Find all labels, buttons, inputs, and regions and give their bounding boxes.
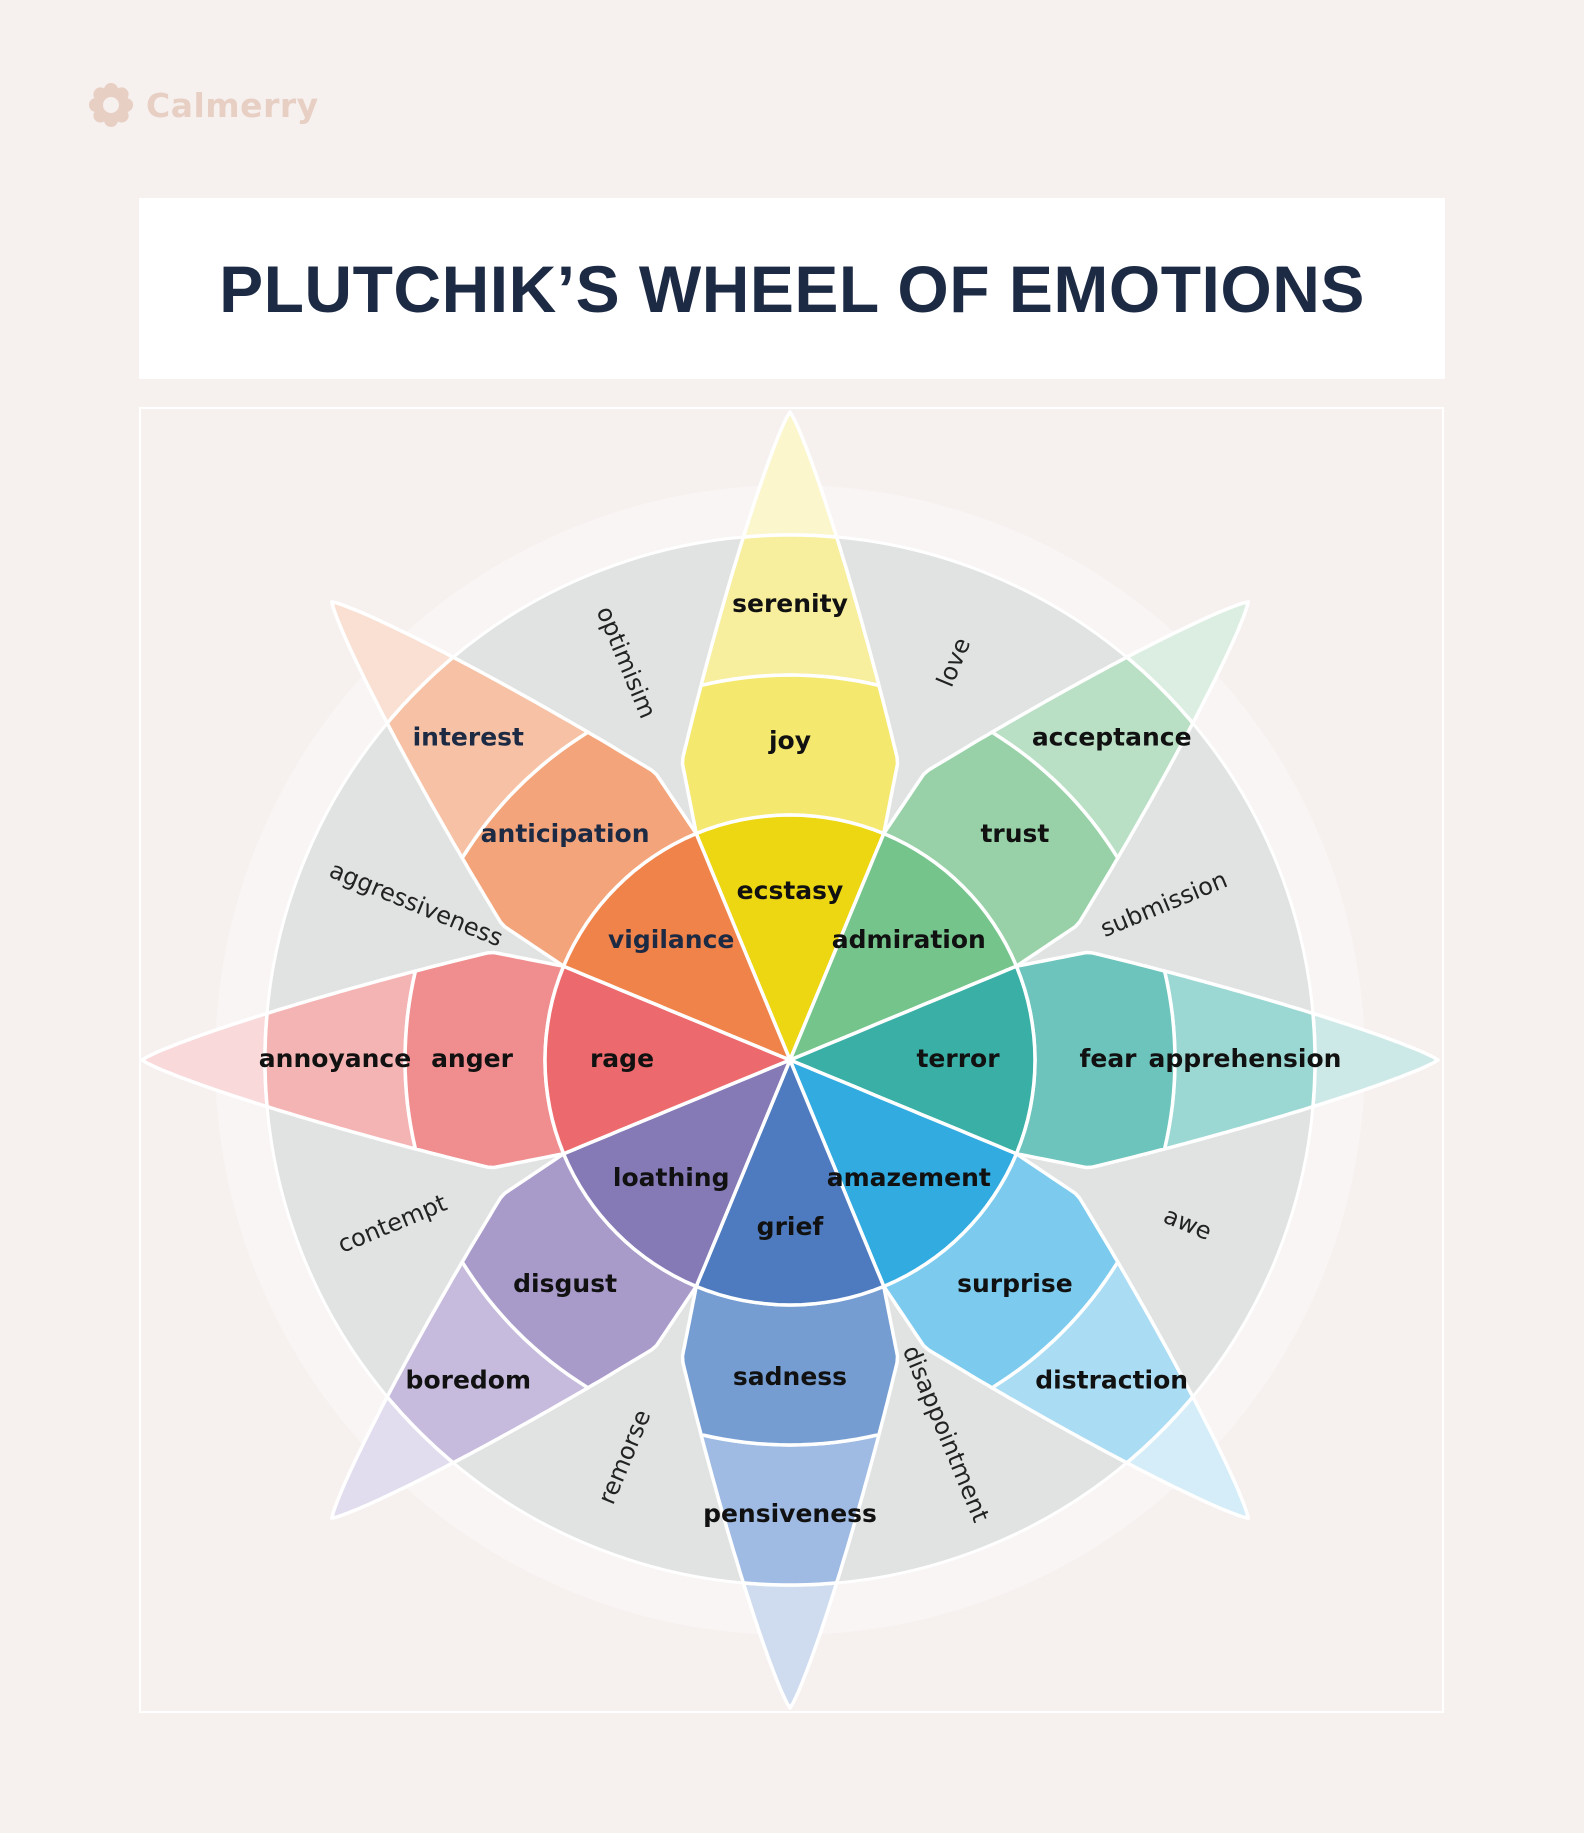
outer-label-anticipation: interest: [413, 722, 524, 751]
core-label-anger: rage: [590, 1044, 654, 1073]
brand-name: Calmerry: [146, 85, 319, 125]
middle-label-anger: anger: [431, 1044, 514, 1073]
core-label-sadness: grief: [757, 1212, 825, 1241]
petal-anticipation: [330, 600, 698, 968]
middle-label-trust: trust: [980, 819, 1049, 848]
outer-label-sadness: pensiveness: [703, 1499, 877, 1528]
core-label-trust: admiration: [832, 925, 986, 954]
brand-logo: Calmerry: [88, 82, 319, 128]
page-title: PLUTCHIK’S WHEEL OF EMOTIONS: [219, 251, 1365, 326]
petal-sadness: [680, 1284, 900, 1710]
core-label-anticipation: vigilance: [608, 925, 734, 954]
petal-joy: [680, 410, 900, 836]
middle-label-surprise: surprise: [957, 1269, 1073, 1298]
petal-core-anticipation: [561, 831, 792, 1062]
middle-label-fear: fear: [1079, 1044, 1137, 1073]
petal-tip-sadness: [741, 1581, 839, 1710]
core-label-surprise: amazement: [827, 1163, 991, 1192]
wheel-frame: [139, 407, 1444, 1713]
middle-label-disgust: disgust: [513, 1269, 617, 1298]
core-label-fear: terror: [916, 1044, 1000, 1073]
petal-tip-anger: [140, 1011, 269, 1109]
outer-label-joy: serenity: [732, 589, 848, 618]
petal-surprise: [882, 1152, 1250, 1520]
petal-anger: [140, 950, 566, 1170]
outer-label-anger: annoyance: [259, 1044, 411, 1073]
outer-label-trust: acceptance: [1032, 722, 1192, 751]
middle-label-anticipation: anticipation: [481, 819, 650, 848]
title-card: PLUTCHIK’S WHEEL OF EMOTIONS: [139, 198, 1445, 379]
petal-tip-joy: [741, 410, 839, 539]
core-label-disgust: loathing: [613, 1163, 730, 1192]
petal-fear: [1014, 950, 1440, 1170]
petals: [140, 410, 1440, 1710]
middle-label-joy: joy: [768, 726, 811, 755]
middle-label-sadness: sadness: [733, 1362, 847, 1391]
outer-label-surprise: distraction: [1035, 1366, 1188, 1395]
core-label-joy: ecstasy: [737, 876, 844, 905]
petal-disgust: [330, 1152, 698, 1520]
petal-trust: [882, 600, 1250, 968]
outer-label-disgust: boredom: [406, 1366, 531, 1395]
outer-label-fear: apprehension: [1149, 1044, 1342, 1073]
petal-labels: ecstasy joy serenity admiration trust accepta…: [259, 589, 1342, 1528]
flower-logo-icon: [89, 83, 133, 127]
